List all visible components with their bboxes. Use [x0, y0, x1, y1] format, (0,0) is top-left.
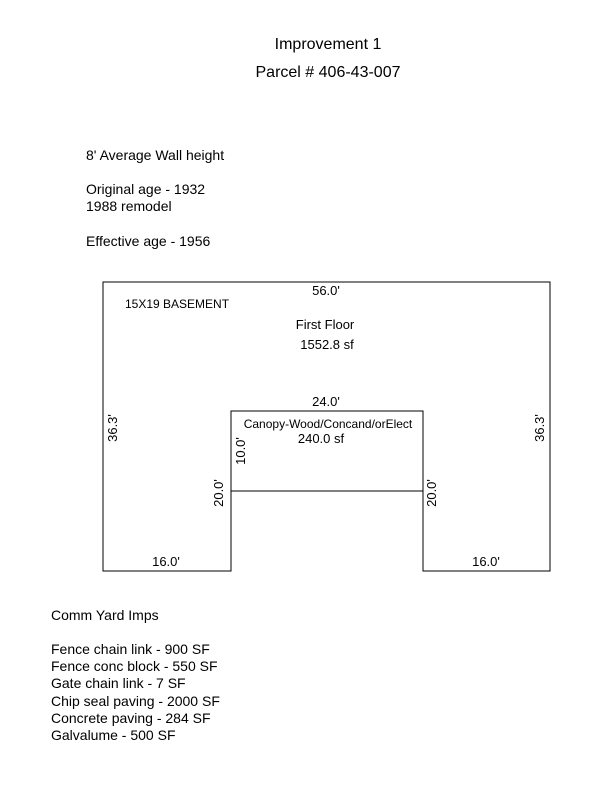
list-item: Fence conc block - 550 SF: [51, 658, 218, 675]
canopy-area: 240.0 sf: [298, 431, 345, 446]
list-item: Fence chain link - 900 SF: [51, 641, 210, 657]
improvement-title: Improvement 1: [274, 36, 382, 53]
dim-bottom-left: 16.0': [152, 554, 180, 569]
dim-top: 56.0': [312, 283, 340, 298]
wall-height-note: 8' Average Wall height: [86, 147, 225, 163]
list-item: Galvalume - 500 SF: [51, 727, 176, 744]
dim-notch-right: 20.0': [424, 479, 439, 507]
dim-bottom-right: 16.0': [472, 554, 500, 569]
dim-notch-left: 20.0': [211, 479, 226, 507]
list-item: Gate chain link - 7 SF: [51, 675, 186, 692]
first-floor-name: First Floor: [296, 317, 355, 332]
effective-age-note: Effective age - 1956: [86, 233, 211, 249]
original-age-note: Original age - 1932: [86, 181, 206, 197]
dim-canopy-height: 10.0': [233, 437, 248, 465]
list-item: Chip seal paving - 2000 SF: [51, 692, 220, 709]
canopy-name: Canopy-Wood/Concand/orElect: [244, 417, 413, 431]
yard-imps-title: Comm Yard Imps: [51, 607, 159, 623]
remodel-note: 1988 remodel: [86, 198, 172, 214]
dim-right: 36.3': [532, 414, 547, 442]
yard-imps-list: Fence chain link - 900 SF Fence conc blo…: [51, 641, 220, 744]
dim-notch-top: 24.0': [312, 394, 340, 409]
basement-label: 15X19 BASEMENT: [125, 297, 230, 311]
parcel-number: Parcel # 406-43-007: [255, 64, 401, 81]
list-item: Concrete paving - 284 SF: [51, 709, 211, 726]
first-floor-outline: [102, 281, 551, 572]
dim-left: 36.3': [105, 414, 120, 442]
first-floor-area: 1552.8 sf: [300, 337, 354, 352]
